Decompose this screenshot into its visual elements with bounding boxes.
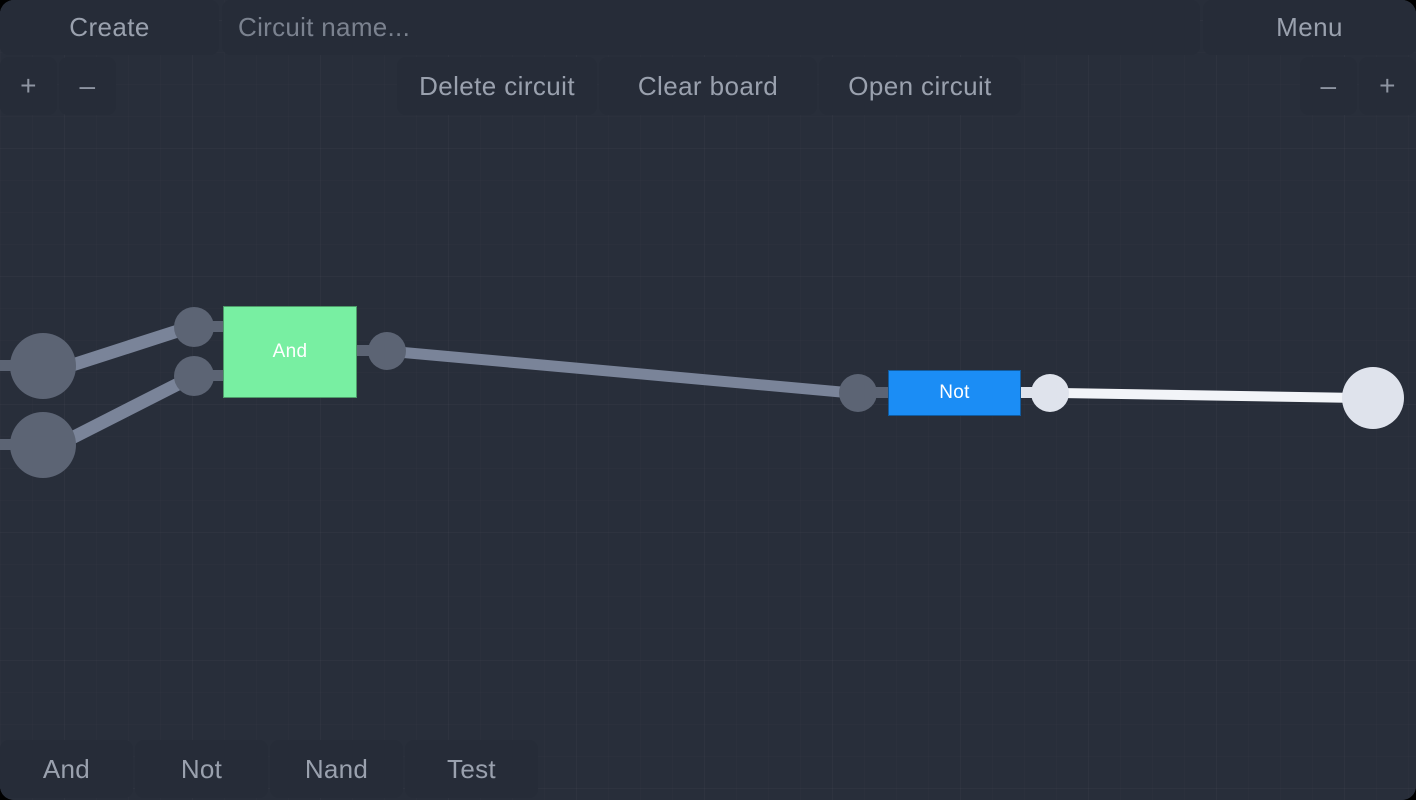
minus-icon: – xyxy=(79,70,96,101)
gate-label: Not xyxy=(939,382,970,403)
wire[interactable] xyxy=(58,322,186,376)
gate-not[interactable]: Not xyxy=(888,370,1021,416)
open-circuit-button[interactable]: Open circuit xyxy=(819,57,1021,115)
palette-item-and[interactable]: And xyxy=(0,740,133,798)
toolbar-row-secondary: + – Delete circuit Clear board Open circ… xyxy=(0,57,1416,117)
minus-icon: – xyxy=(1320,70,1337,101)
gate-label: And xyxy=(272,341,308,362)
circuit-node[interactable] xyxy=(174,356,214,396)
toolbar-row-primary: Create Circuit name... Menu xyxy=(0,0,1416,57)
circuit-node[interactable] xyxy=(368,332,406,370)
clear-board-button[interactable]: Clear board xyxy=(599,57,817,115)
zoom-out-left-button[interactable]: – xyxy=(59,57,116,115)
zoom-out-right-button[interactable]: – xyxy=(1300,57,1357,115)
wire[interactable] xyxy=(397,346,853,399)
top-toolbar: Create Circuit name... Menu + – Delete c… xyxy=(0,0,1416,117)
circuit-node[interactable] xyxy=(174,307,214,347)
circuit-node[interactable] xyxy=(10,333,76,399)
circuit-node[interactable] xyxy=(839,374,877,412)
circuit-node[interactable] xyxy=(10,412,76,478)
palette-item-nand[interactable]: Nand xyxy=(270,740,403,798)
circuit-node[interactable] xyxy=(1342,367,1404,429)
gate-and[interactable]: And xyxy=(223,306,357,398)
plus-icon: + xyxy=(20,70,37,101)
wire[interactable] xyxy=(59,375,187,449)
circuit-name-input[interactable]: Circuit name... xyxy=(222,0,1200,55)
plus-icon: + xyxy=(1379,70,1396,101)
menu-button[interactable]: Menu xyxy=(1203,0,1416,55)
wire[interactable] xyxy=(1059,388,1361,403)
palette-item-test[interactable]: Test xyxy=(405,740,538,798)
palette-item-not[interactable]: Not xyxy=(135,740,268,798)
zoom-in-left-button[interactable]: + xyxy=(0,57,57,115)
create-button[interactable]: Create xyxy=(0,0,219,55)
zoom-in-right-button[interactable]: + xyxy=(1359,57,1416,115)
delete-circuit-button[interactable]: Delete circuit xyxy=(397,57,597,115)
circuit-node[interactable] xyxy=(1031,374,1069,412)
